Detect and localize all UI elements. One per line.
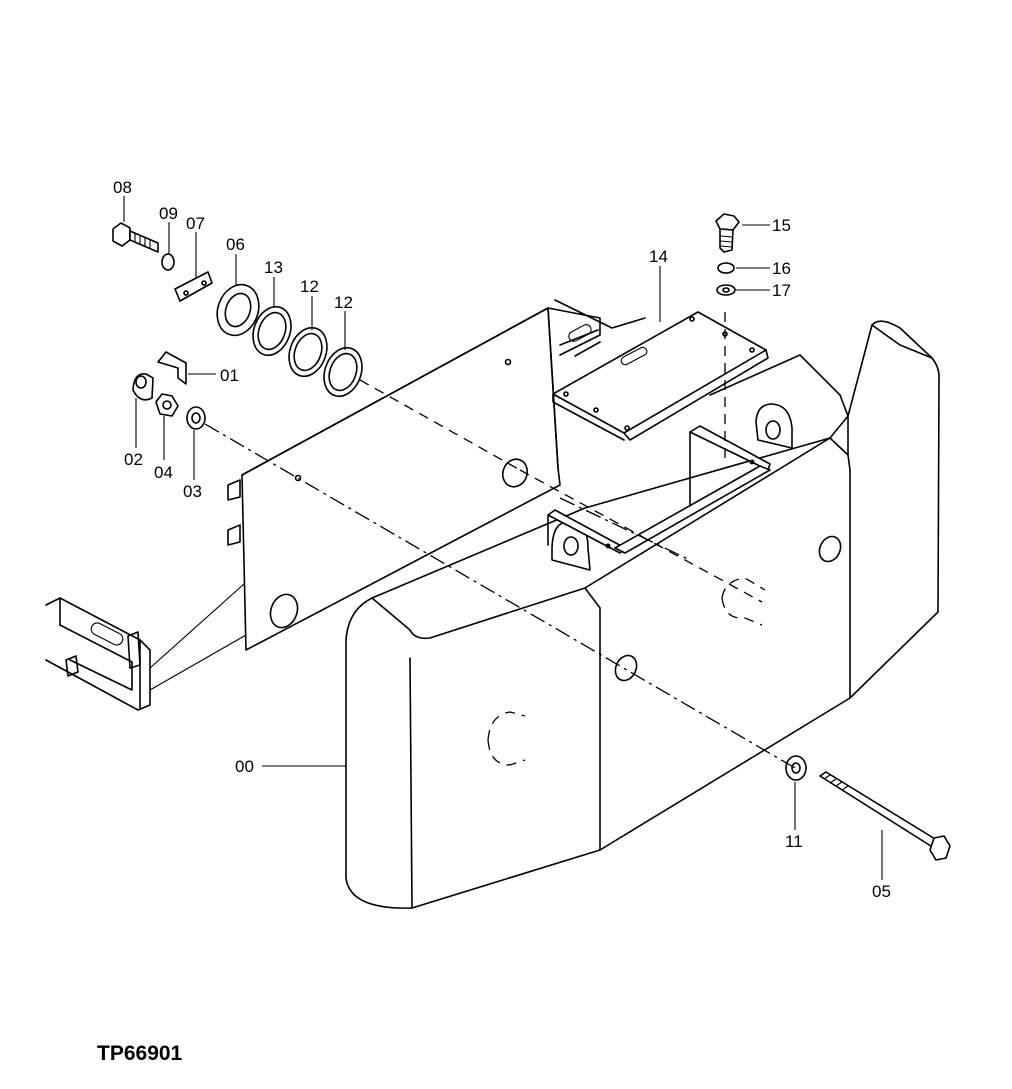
shim-12-b bbox=[323, 346, 363, 398]
washer-17 bbox=[716, 284, 736, 296]
callout-07: 07 bbox=[186, 214, 205, 233]
nut-04 bbox=[155, 393, 179, 417]
assembly-lines bbox=[204, 312, 796, 769]
washer-11 bbox=[785, 755, 807, 781]
callout-12-a: 12 bbox=[300, 277, 319, 296]
shim-13 bbox=[252, 305, 292, 357]
leader-lines bbox=[123, 196, 883, 880]
callout-09: 09 bbox=[159, 204, 178, 223]
lock-washer-09 bbox=[161, 253, 175, 271]
cap-02 bbox=[132, 373, 154, 401]
callout-17: 17 bbox=[772, 281, 791, 300]
callout-16: 16 bbox=[772, 259, 791, 278]
small-parts bbox=[112, 213, 951, 861]
callout-05: 05 bbox=[872, 882, 891, 901]
callout-03: 03 bbox=[183, 482, 202, 501]
callout-06: 06 bbox=[226, 235, 245, 254]
washer-03 bbox=[186, 406, 206, 430]
bolt-15 bbox=[715, 213, 740, 253]
callout-15: 15 bbox=[772, 216, 791, 235]
plate-07 bbox=[174, 271, 213, 302]
callout-04: 04 bbox=[154, 463, 173, 482]
lock-washer-16 bbox=[717, 262, 735, 274]
callout-00: 00 bbox=[235, 757, 254, 776]
callout-11: 11 bbox=[785, 832, 803, 851]
drawing-code: TP66901 bbox=[97, 1042, 183, 1065]
callout-14: 14 bbox=[649, 247, 668, 266]
callouts: 08 09 07 06 13 12 12 01 02 04 03 14 15 1… bbox=[113, 178, 891, 901]
callout-12-b: 12 bbox=[334, 293, 353, 312]
bolt-08 bbox=[112, 222, 159, 253]
cover-plate bbox=[552, 311, 769, 441]
bolt-05 bbox=[819, 771, 951, 861]
shim-12-a bbox=[288, 326, 328, 378]
clip-01 bbox=[157, 351, 187, 385]
callout-02: 02 bbox=[124, 450, 143, 469]
counterweight bbox=[345, 320, 940, 909]
callout-01: 01 bbox=[220, 366, 239, 385]
callout-08: 08 bbox=[113, 178, 132, 197]
frame-assembly bbox=[45, 299, 646, 711]
ring-06 bbox=[216, 283, 260, 337]
callout-13: 13 bbox=[264, 258, 283, 277]
